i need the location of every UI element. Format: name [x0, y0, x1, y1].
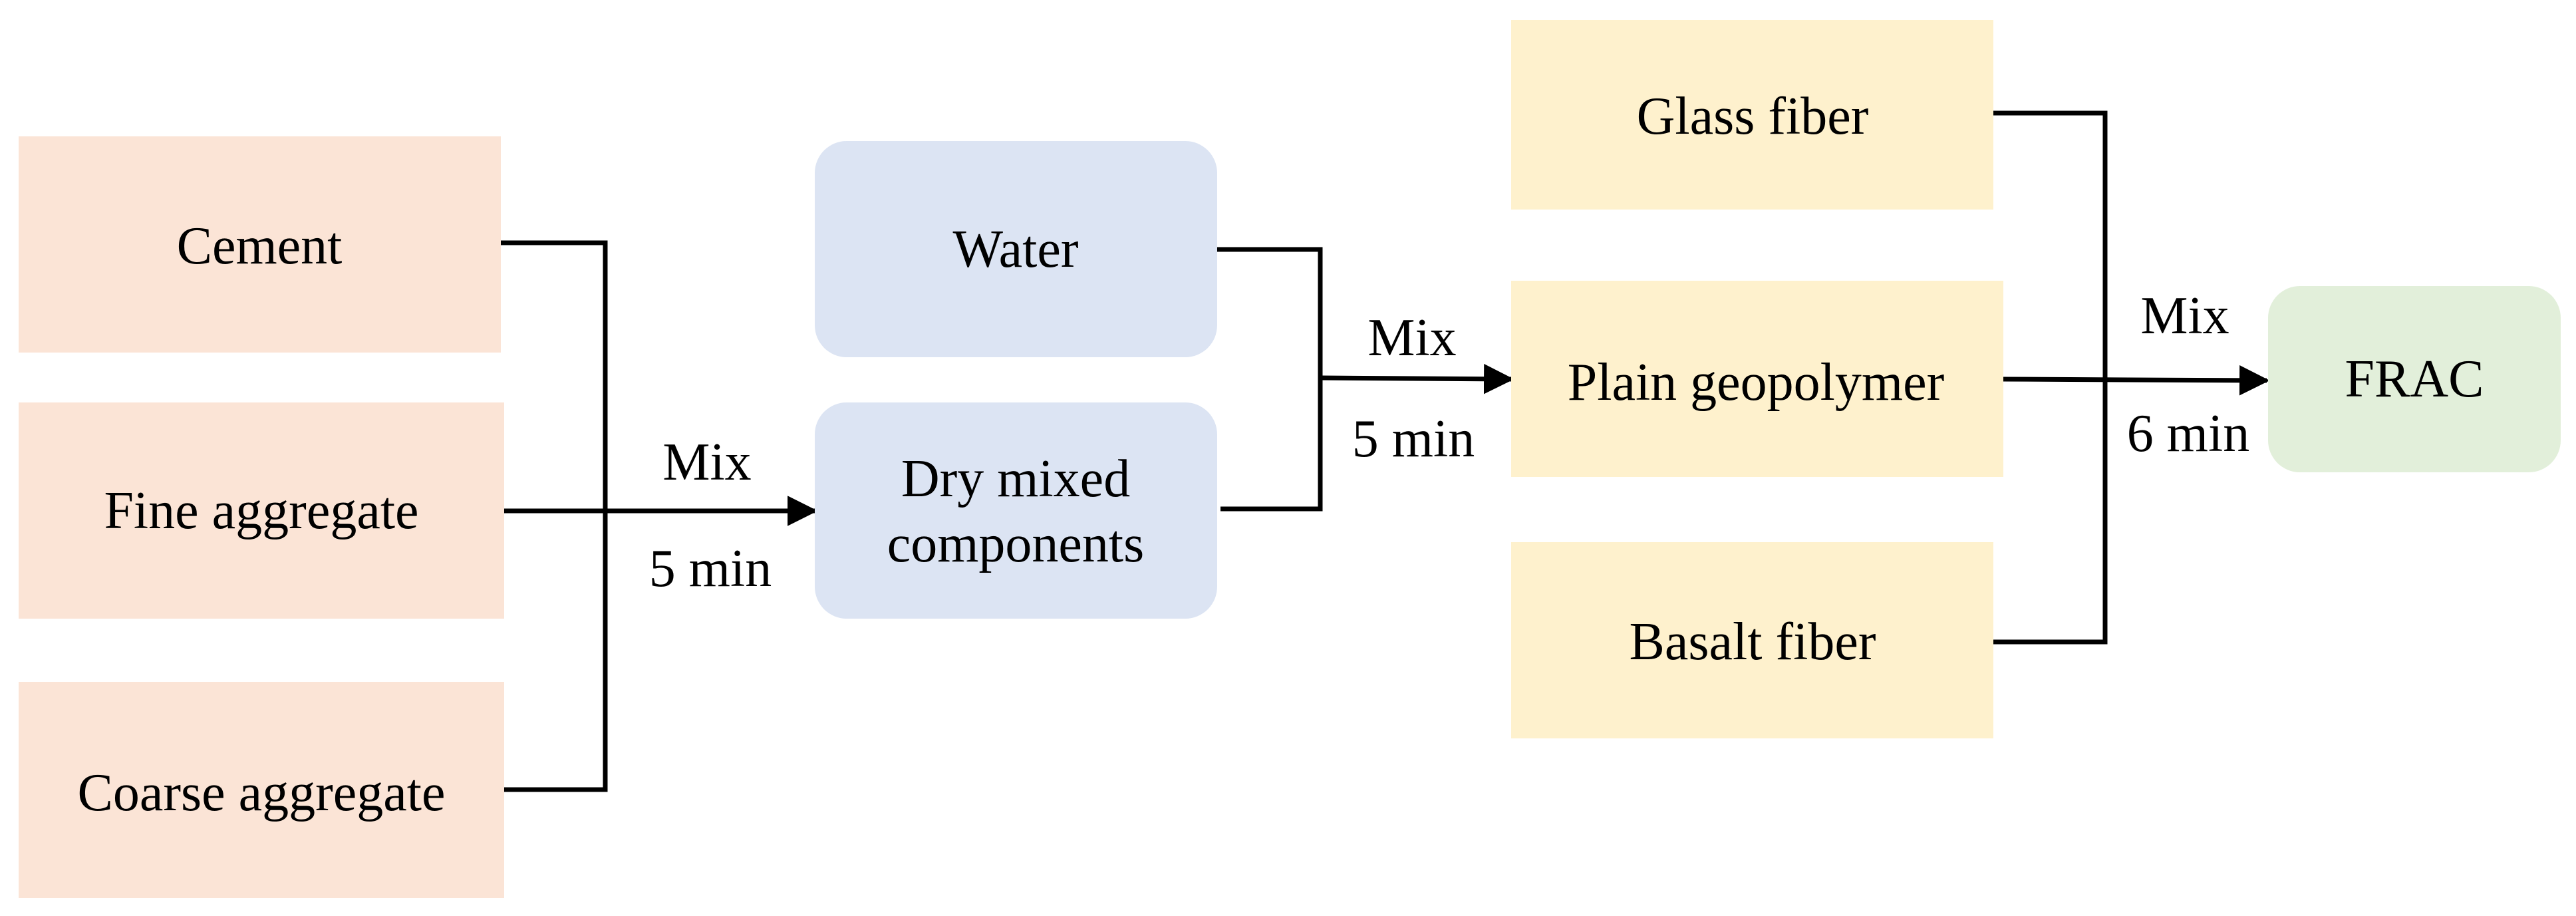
connector-raw-to-dry: Mix 5 min	[501, 240, 818, 792]
node-water-box	[815, 141, 1217, 357]
node-plain-geopolymer-label: Plain geopolymer	[1568, 353, 1945, 412]
step3-duration-label: 6 min	[2127, 404, 2249, 463]
node-basalt-fiber-box	[1511, 542, 1993, 738]
connector-cement-bracket	[501, 240, 608, 792]
step1-action-label: Mix	[662, 433, 751, 492]
node-cement-label: Cement	[177, 217, 343, 275]
step2-action-label: Mix	[1367, 309, 1456, 367]
node-water: Water	[815, 141, 1217, 357]
step2-duration-label: 5 min	[1352, 410, 1475, 468]
connector-to-frac: Mix 6 min	[1993, 110, 2270, 645]
node-basalt-fiber-label: Basalt fiber	[1630, 613, 1876, 671]
node-dry-mixed-label-line1: Dry mixed	[901, 450, 1130, 508]
node-fine-aggregate: Fine aggregate	[19, 402, 504, 619]
step1-duration-label: 5 min	[649, 539, 772, 598]
node-dry-mixed-components: Dry mixed components	[815, 402, 1217, 619]
node-fine-aggregate-label: Fine aggregate	[104, 482, 418, 540]
node-cement-box	[19, 136, 501, 353]
node-plain-geopolymer-box	[1511, 281, 2003, 477]
node-fine-aggregate-box	[19, 402, 504, 619]
node-dry-mixed-label-line2: components	[887, 515, 1145, 573]
node-glass-fiber: Glass fiber	[1511, 20, 1993, 210]
node-glass-fiber-box	[1511, 20, 1993, 210]
arrow-to-plain-geopolymer	[1320, 363, 1514, 394]
node-glass-fiber-label: Glass fiber	[1637, 87, 1869, 146]
node-plain-geopolymer: Plain geopolymer	[1511, 281, 2003, 477]
node-coarse-aggregate: Coarse aggregate	[19, 682, 504, 898]
node-basalt-fiber: Basalt fiber	[1511, 542, 1993, 738]
node-frac: FRAC	[2268, 286, 2561, 472]
node-frac-label: FRAC	[2345, 350, 2484, 408]
arrow-to-frac	[2003, 365, 2270, 396]
node-coarse-aggregate-label: Coarse aggregate	[77, 764, 445, 822]
node-water-label: Water	[953, 220, 1079, 279]
node-coarse-aggregate-box	[19, 682, 504, 898]
node-frac-box	[2268, 286, 2561, 472]
node-cement: Cement	[19, 136, 501, 353]
step3-action-label: Mix	[2140, 287, 2229, 345]
connector-to-geopolymer: Mix 5 min	[1217, 247, 1514, 512]
connector-water-bracket	[1217, 247, 1323, 512]
node-dry-mixed-box	[815, 402, 1217, 619]
